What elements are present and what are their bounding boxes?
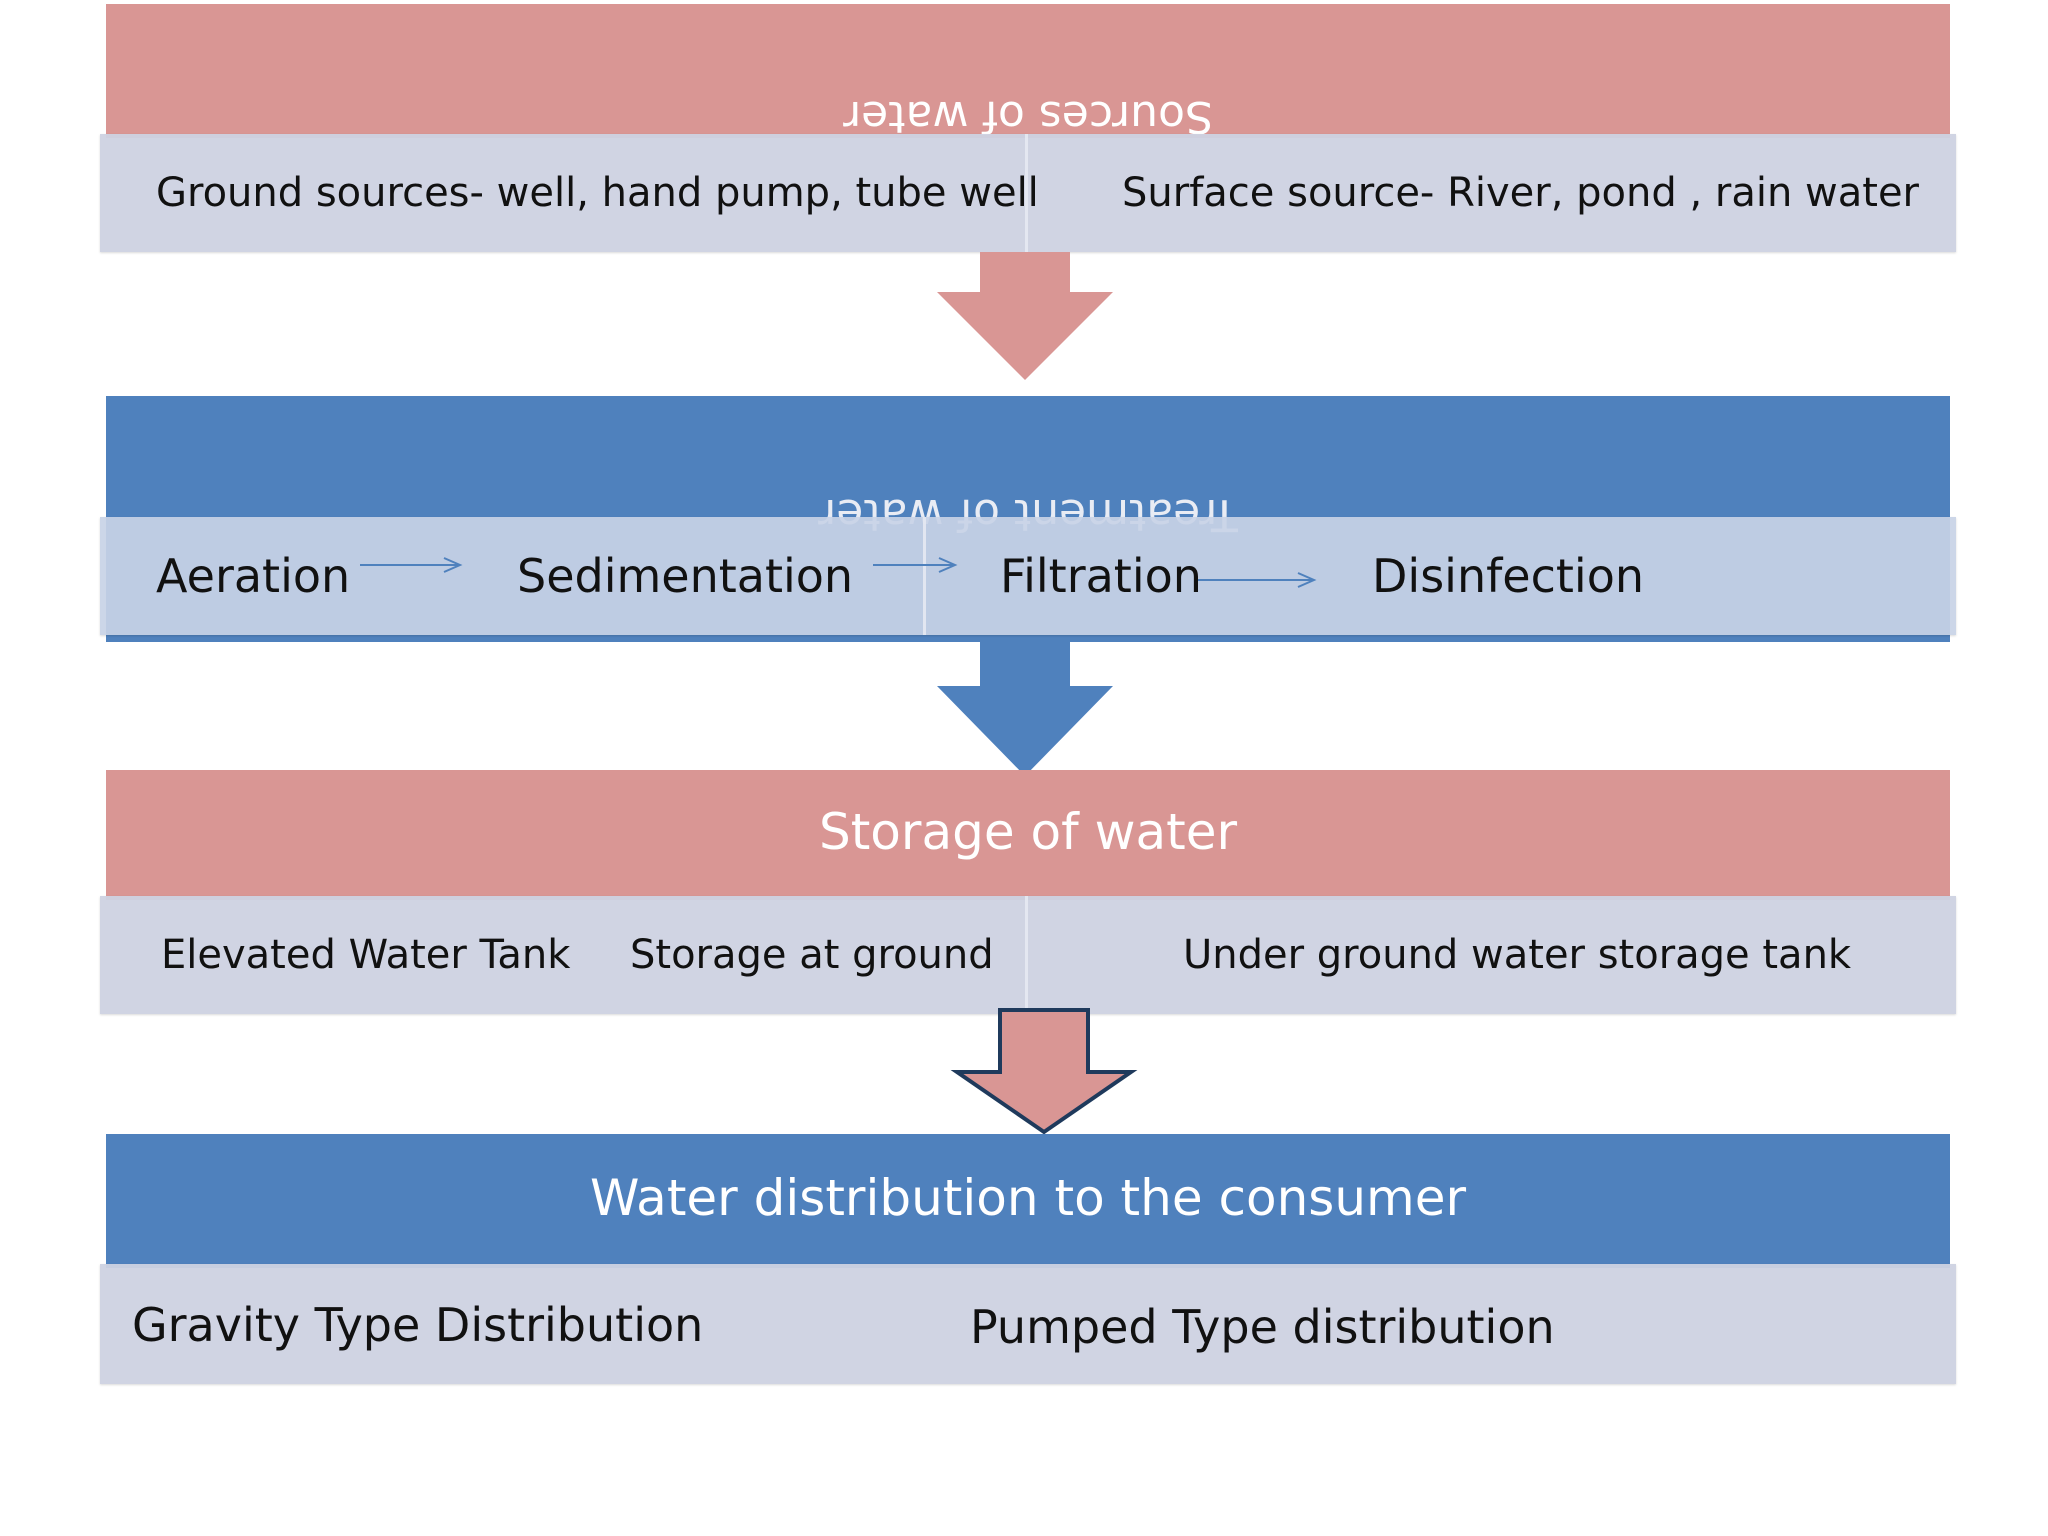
- sources-row: Ground sources- well, hand pump, tube we…: [100, 134, 1956, 252]
- storage-title: Storage of water: [818, 803, 1238, 861]
- underground-tank-item: Under ground water storage tank: [1183, 932, 1852, 978]
- down-arrow-1: [937, 252, 1113, 380]
- storage-row: Elevated Water Tank Storage at ground Un…: [100, 896, 1956, 1014]
- filtration-step: Filtration: [1000, 549, 1202, 603]
- surface-source-item: Surface source- River, pond , rain water: [1122, 170, 1919, 216]
- ground-sources-item: Ground sources- well, hand pump, tube we…: [156, 170, 1039, 216]
- sources-header-band: Sources of water: [106, 4, 1950, 142]
- aeration-step: Aeration: [156, 549, 351, 603]
- sources-title: Sources of water: [843, 91, 1213, 142]
- flow-arrow-1: [360, 557, 463, 573]
- row-divider: [1025, 134, 1028, 252]
- flow-arrow-2: [873, 557, 958, 573]
- row-divider: [923, 517, 926, 635]
- storage-header-band: Storage of water: [106, 770, 1950, 900]
- disinfection-step: Disinfection: [1372, 549, 1645, 603]
- row-divider: [1025, 896, 1028, 1014]
- pumped-distribution-item: Pumped Type distribution: [970, 1300, 1555, 1354]
- sedimentation-step: Sedimentation: [517, 549, 854, 603]
- elevated-tank-item: Elevated Water Tank: [161, 932, 571, 978]
- down-arrow-2: [937, 642, 1113, 776]
- treatment-row: Aeration Sedimentation Filtration Disinf…: [100, 517, 1956, 635]
- distribution-header-band: Water distribution to the consumer: [106, 1134, 1950, 1268]
- distribution-row: Gravity Type Distribution Pumped Type di…: [100, 1264, 1956, 1384]
- ground-storage-item: Storage at ground: [630, 932, 994, 978]
- distribution-title: Water distribution to the consumer: [589, 1169, 1467, 1227]
- gravity-distribution-item: Gravity Type Distribution: [132, 1298, 704, 1352]
- down-arrow-3: [950, 1008, 1138, 1135]
- flow-arrow-3: [1198, 572, 1317, 588]
